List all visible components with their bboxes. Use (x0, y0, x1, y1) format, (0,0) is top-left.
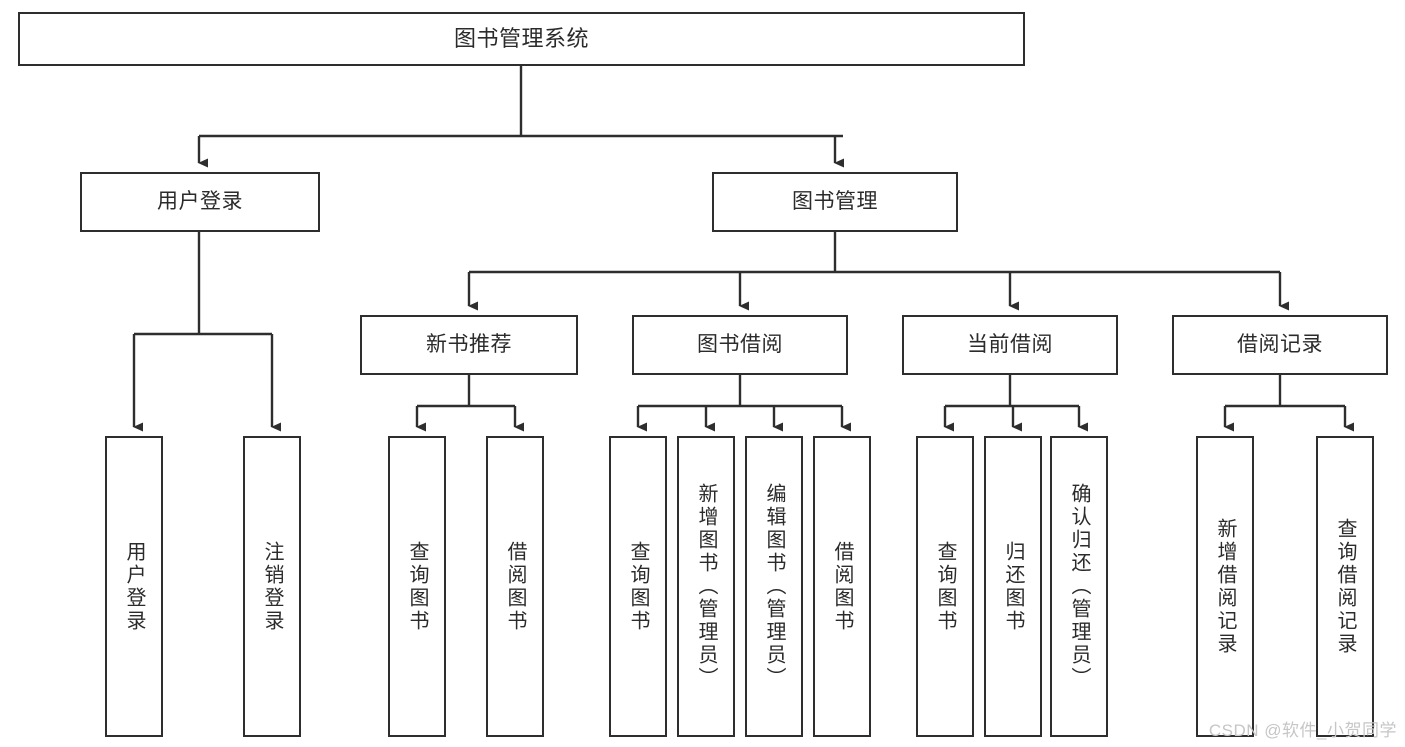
node-label: 借阅图书 (831, 540, 853, 633)
node-label: 图书管理 (792, 190, 878, 214)
leaf-bookborrow-add-book-admin[interactable]: 新增图书（管理员） (677, 436, 735, 737)
leaf-borrowrecord-add-record[interactable]: 新增借阅记录 (1196, 436, 1254, 737)
node-label: 注销登录 (261, 540, 283, 633)
node-book-management[interactable]: 图书管理 (712, 172, 958, 232)
node-label: 图书管理系统 (453, 25, 589, 51)
leaf-user-login[interactable]: 用户登录 (105, 436, 163, 737)
leaf-logout[interactable]: 注销登录 (243, 436, 301, 737)
node-label: 查询借阅记录 (1334, 517, 1356, 656)
leaf-currentborrow-query-book[interactable]: 查询图书 (916, 436, 974, 737)
node-label: 借阅图书 (504, 540, 526, 633)
node-current-borrow[interactable]: 当前借阅 (902, 315, 1118, 375)
node-label: 图书借阅 (697, 333, 783, 357)
node-label: 确认归还（管理员） (1068, 483, 1090, 690)
node-user-login[interactable]: 用户登录 (80, 172, 320, 232)
node-new-book-recommend[interactable]: 新书推荐 (360, 315, 578, 375)
leaf-bookborrow-edit-book-admin[interactable]: 编辑图书（管理员） (745, 436, 803, 737)
node-label: 查询图书 (934, 540, 956, 633)
node-label: 当前借阅 (967, 333, 1053, 357)
leaf-newbook-borrow-book[interactable]: 借阅图书 (486, 436, 544, 737)
leaf-borrowrecord-query-record[interactable]: 查询借阅记录 (1316, 436, 1374, 737)
leaf-currentborrow-return-book[interactable]: 归还图书 (984, 436, 1042, 737)
node-label: 新书推荐 (426, 333, 512, 357)
node-label: 借阅记录 (1237, 333, 1323, 357)
node-label: 归还图书 (1002, 540, 1024, 633)
node-book-borrow[interactable]: 图书借阅 (632, 315, 848, 375)
node-label: 新增借阅记录 (1214, 517, 1236, 656)
node-borrow-record[interactable]: 借阅记录 (1172, 315, 1388, 375)
node-label: 用户登录 (123, 540, 145, 633)
leaf-currentborrow-confirm-return-admin[interactable]: 确认归还（管理员） (1050, 436, 1108, 737)
leaf-bookborrow-query-book[interactable]: 查询图书 (609, 436, 667, 737)
node-label: 查询图书 (627, 540, 649, 633)
csdn-watermark: CSDN @软件_小贺同学 (1208, 721, 1397, 740)
node-label: 新增图书（管理员） (695, 483, 717, 690)
leaf-newbook-query-book[interactable]: 查询图书 (388, 436, 446, 737)
node-root-book-management-system[interactable]: 图书管理系统 (18, 12, 1025, 66)
node-label: 查询图书 (406, 540, 428, 633)
node-label: 编辑图书（管理员） (763, 483, 785, 690)
leaf-bookborrow-borrow-book[interactable]: 借阅图书 (813, 436, 871, 737)
node-label: 用户登录 (157, 190, 243, 214)
